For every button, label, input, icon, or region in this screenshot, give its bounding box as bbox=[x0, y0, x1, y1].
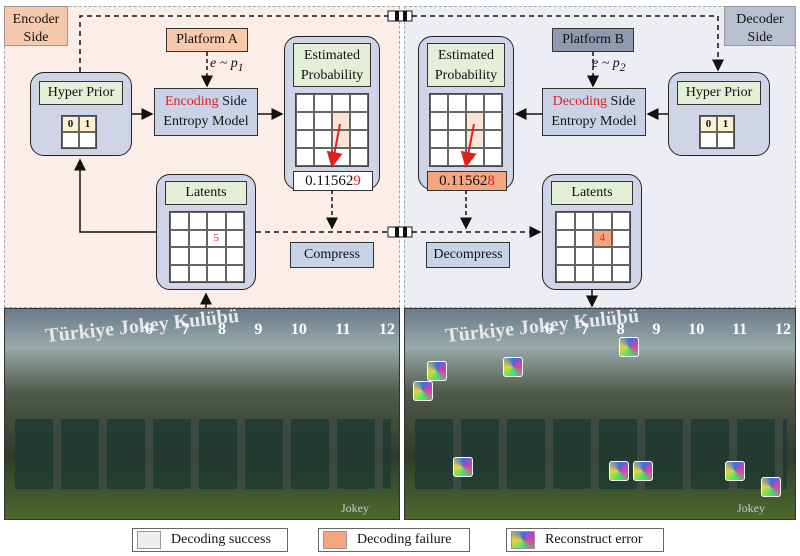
legend-failure-label: Decoding failure bbox=[357, 532, 452, 547]
encoder-prob-red-arrow bbox=[326, 123, 343, 168]
encoder-side-label: Encoder Side bbox=[4, 6, 68, 46]
decoder-prior-cell bbox=[700, 132, 717, 148]
decoder-distribution: e ~ p2 bbox=[592, 56, 626, 74]
legend-error: Reconstruct error bbox=[506, 528, 664, 552]
encoder-distribution: e ~ p1 bbox=[210, 56, 244, 74]
platform-b: Platform B bbox=[552, 28, 634, 52]
watermark: Jokey bbox=[341, 501, 369, 515]
legend-error-swatch bbox=[511, 531, 535, 549]
legend-error-label: Reconstruct error bbox=[545, 532, 643, 547]
platform-a: Platform A bbox=[166, 28, 248, 52]
latents-to-hyperprior-arrow bbox=[74, 158, 156, 233]
top-dashed-line-right bbox=[412, 15, 724, 72]
reconstruct-error-patch bbox=[725, 461, 745, 481]
decoder-latents-grid: 4 bbox=[555, 211, 631, 283]
legend-success-swatch bbox=[137, 531, 161, 549]
decoder-prior-cell: 0 bbox=[700, 116, 717, 132]
legend-success: Decoding success bbox=[132, 528, 288, 552]
watermark: Jokey bbox=[737, 501, 765, 515]
encoder-hyper-prior-box: Hyper Prior 0 1 bbox=[30, 72, 132, 156]
encoder-prior-cell bbox=[79, 132, 96, 148]
decoder-prob-red-arrow bbox=[460, 123, 477, 168]
decoder-prior-cell: 1 bbox=[717, 116, 734, 132]
starting-gates bbox=[15, 419, 391, 489]
decoder-hyper-prior-title: Hyper Prior bbox=[677, 81, 761, 105]
reconstruct-error-patch bbox=[503, 357, 523, 377]
compress-step: Compress bbox=[290, 242, 374, 268]
top-dashed-line-left bbox=[79, 15, 388, 72]
decompress-step: Decompress bbox=[426, 242, 510, 268]
decoder-latent-value: 4 bbox=[593, 229, 612, 247]
decoder-latents-box: Latents 4 bbox=[542, 174, 642, 290]
decoder-latents-title: Latents bbox=[551, 181, 633, 205]
encoder-hyper-prior-title: Hyper Prior bbox=[39, 81, 123, 105]
channel-icon-top bbox=[387, 10, 413, 22]
channel-icon-bottom bbox=[387, 226, 413, 238]
legend-failure: Decoding failure bbox=[318, 528, 470, 552]
encoder-prior-grid: 0 1 bbox=[61, 115, 97, 149]
encoder-prior-cell bbox=[62, 132, 79, 148]
decoder-side-label: Decoder Side bbox=[724, 6, 796, 46]
encoder-latents-box: Latents 5 bbox=[156, 174, 256, 290]
decoder-prior-grid: 0 1 bbox=[699, 115, 735, 149]
reconstruct-error-patch bbox=[619, 337, 639, 357]
reconstruct-error-patch bbox=[633, 461, 653, 481]
reconstruct-error-patch bbox=[413, 381, 433, 401]
encoder-prior-cell: 1 bbox=[79, 116, 96, 132]
legend-failure-swatch bbox=[323, 531, 347, 549]
encoder-prior-cell: 0 bbox=[62, 116, 79, 132]
reconstruct-error-patch bbox=[453, 457, 473, 477]
decoder-prior-cell bbox=[717, 132, 734, 148]
encoder-latents-title: Latents bbox=[165, 181, 247, 205]
encoder-prob-value: 0.115629 bbox=[293, 171, 373, 191]
encoder-latents-grid: 5 bbox=[169, 211, 245, 283]
reconstruct-error-patch bbox=[609, 461, 629, 481]
legend-success-label: Decoding success bbox=[171, 532, 271, 547]
reconstruct-error-patch bbox=[761, 477, 781, 497]
encoder-latent-value: 5 bbox=[207, 229, 226, 247]
reconstruct-error-patch bbox=[427, 361, 447, 381]
decoder-hyper-prior-box: Hyper Prior 0 1 bbox=[668, 72, 770, 156]
decoder-prob-value: 0.115628 bbox=[427, 171, 507, 191]
